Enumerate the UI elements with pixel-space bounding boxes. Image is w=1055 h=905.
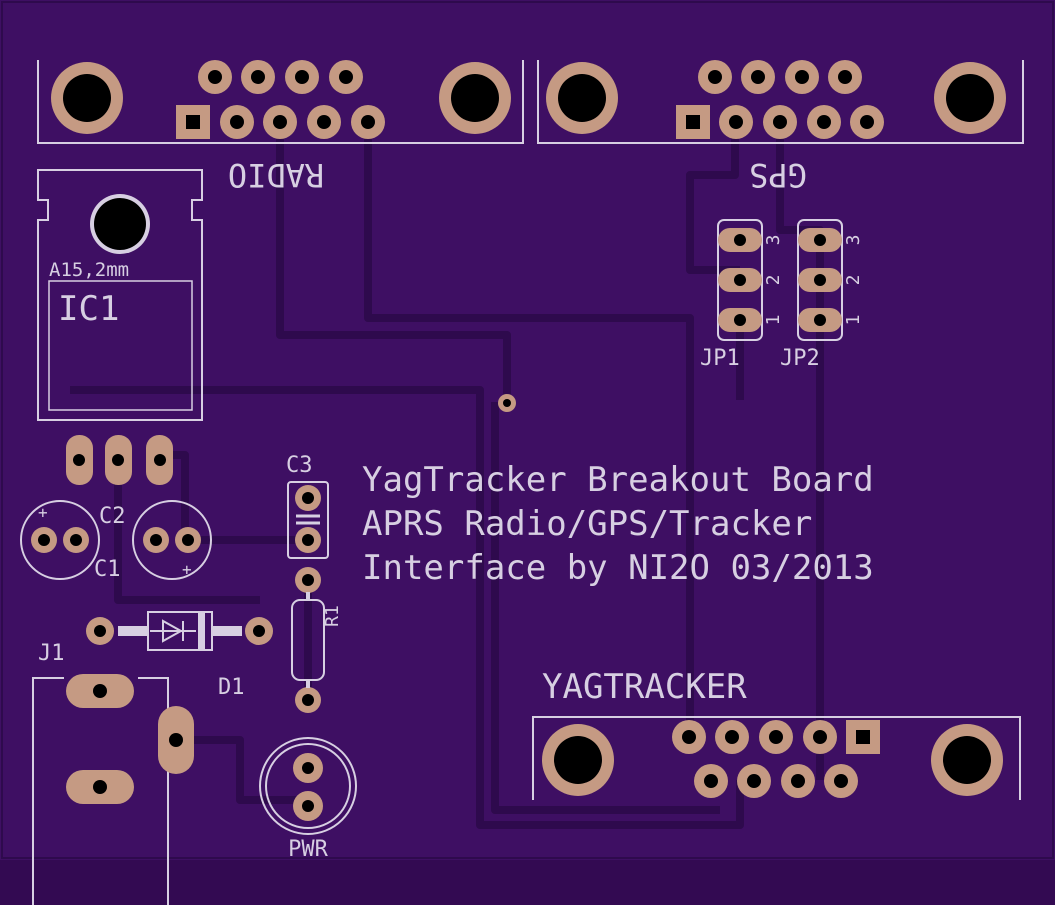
ic1-regulator <box>37 169 203 485</box>
ic1-name: IC1 <box>58 289 119 329</box>
jp1-pin1: 1 <box>763 315 784 326</box>
jp1-header <box>717 219 763 341</box>
trace-via <box>491 402 720 814</box>
j1-power-jack <box>32 674 194 905</box>
radio-label: RADIO <box>228 156 324 194</box>
title-line-3: Interface by NI2O 03/2013 <box>362 548 874 588</box>
d1-label: D1 <box>218 675 245 700</box>
c2-capacitor <box>132 500 212 580</box>
radio-connector <box>37 60 524 144</box>
trace-radio-b <box>364 122 694 735</box>
j1-label: J1 <box>38 641 65 666</box>
jp2-pin2: 2 <box>843 275 864 286</box>
board-outline <box>1 1 1054 859</box>
r1-label: R1 <box>322 605 343 627</box>
c3-capacitor <box>287 481 329 559</box>
c1-capacitor <box>20 500 100 580</box>
trace-ic-out <box>70 386 744 829</box>
title-line-2: APRS Radio/GPS/Tracker <box>362 504 812 544</box>
jp2-pin1: 1 <box>843 315 864 326</box>
c1-plus: + <box>38 503 48 522</box>
pwr-label: PWR <box>288 837 328 862</box>
yagtracker-label: YAGTRACKER <box>542 667 747 707</box>
gps-label: GPS <box>749 156 807 194</box>
pwr-led <box>259 737 357 835</box>
yagtracker-connector <box>532 716 1021 800</box>
trace-radio-a <box>276 122 511 402</box>
via-hole <box>503 399 511 407</box>
jp1-pin2: 2 <box>763 275 784 286</box>
jp2-pin3: 3 <box>843 235 864 246</box>
trace-pwr <box>175 736 308 804</box>
d1-diode <box>86 611 273 651</box>
trace-gps-a <box>686 122 740 274</box>
jp2-header <box>797 219 843 341</box>
trace-gnd <box>114 455 260 604</box>
c3-label: C3 <box>286 453 313 478</box>
jp1-pin3: 3 <box>763 235 784 246</box>
c2-label: C2 <box>99 504 126 529</box>
title-line-1: YagTracker Breakout Board <box>362 460 874 500</box>
jp1-label: JP1 <box>700 346 740 371</box>
r1-resistor <box>291 567 325 713</box>
ic1-value: A15,2mm <box>49 259 129 281</box>
jp2-label: JP2 <box>780 346 820 371</box>
c2-plus: + <box>182 560 192 579</box>
c1-label: C1 <box>94 557 121 582</box>
board-edge-band <box>0 860 1055 905</box>
gps-connector <box>537 60 1024 144</box>
